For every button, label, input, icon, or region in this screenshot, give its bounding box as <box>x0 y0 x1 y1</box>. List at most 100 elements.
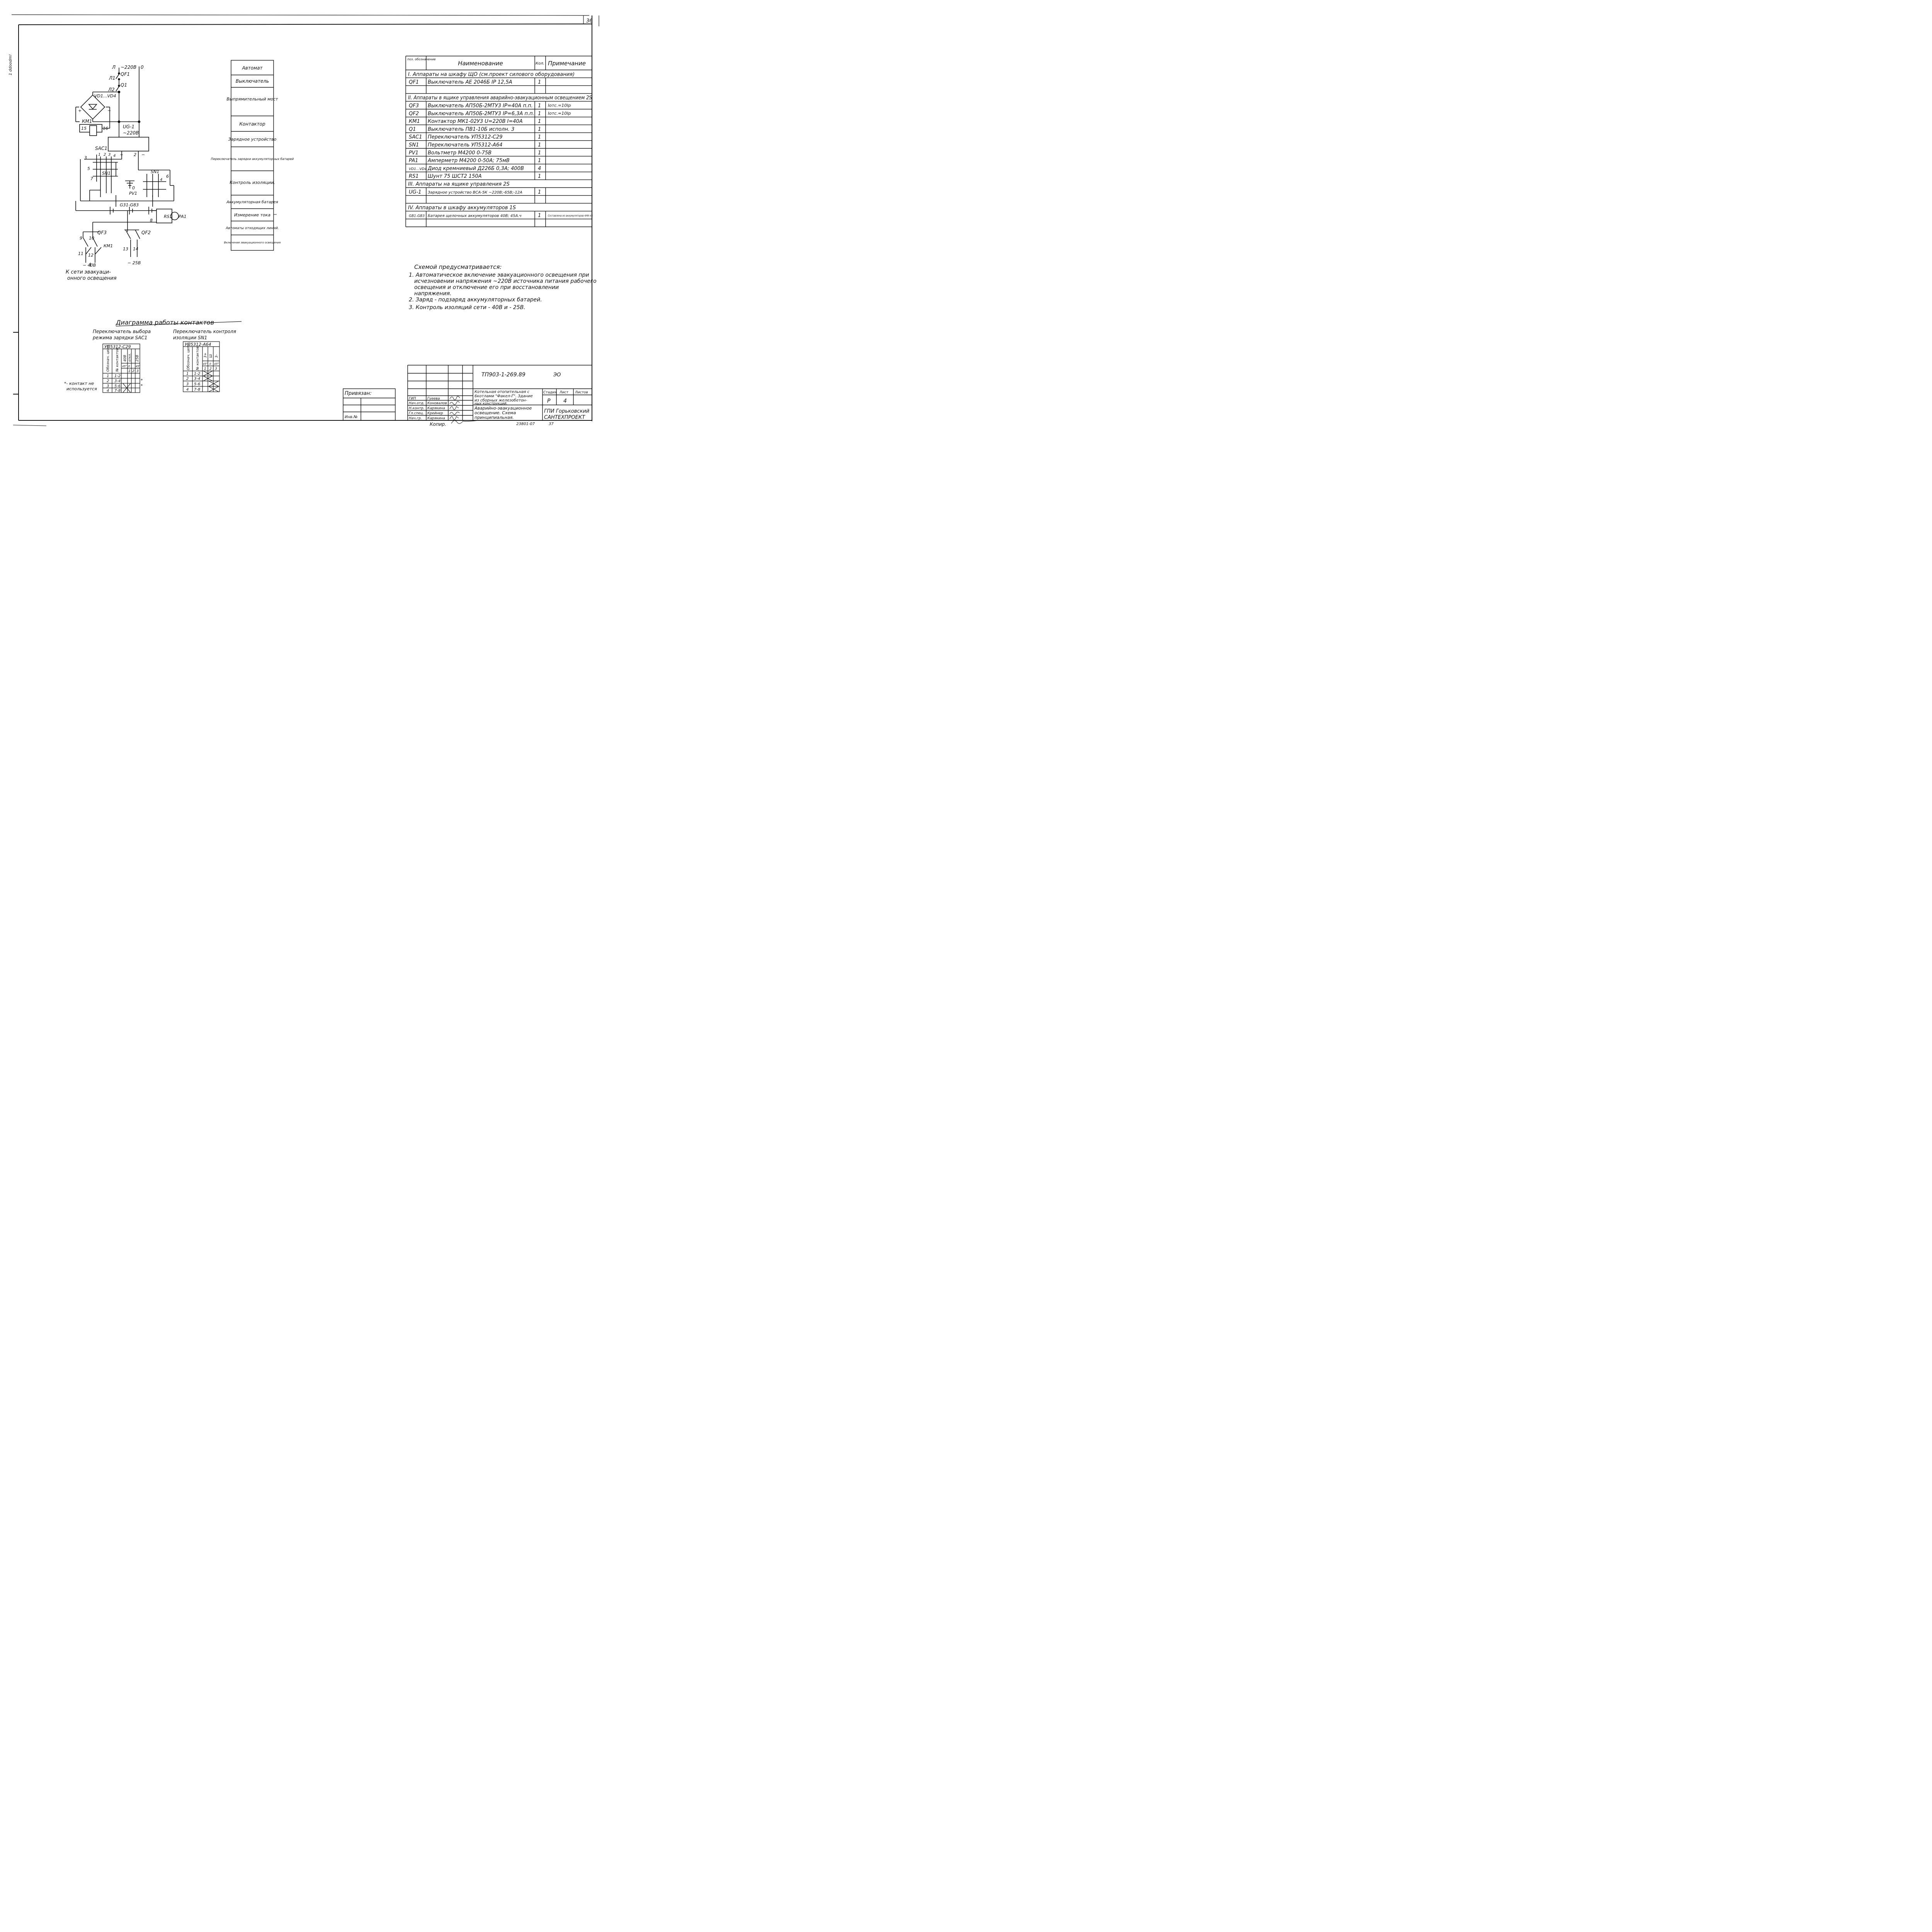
label-pv1: PV1 <box>129 191 137 196</box>
spec-cell-name: Амперметр М4200 0-50А; 75мВ <box>427 158 510 164</box>
label-n10: 10 <box>89 236 94 241</box>
spec-cell-qty: 4 <box>538 166 541 172</box>
label-L2: Л2 <box>108 87 115 92</box>
sac1-cell: 5-6 <box>114 384 121 388</box>
sn1-header-3plus: 3+ <box>204 353 207 358</box>
label-n7: 7 <box>90 176 93 181</box>
signatures <box>449 396 479 424</box>
sac1-angle: 45° <box>136 365 140 368</box>
spec-cell-pos: SN1 <box>409 142 419 148</box>
note-line: освещения и отключение его при восстанов… <box>414 284 559 291</box>
spec-cell-qty: 1 <box>538 150 541 156</box>
role-name: Крейнер <box>427 412 443 415</box>
sac1-pos: 2 <box>132 369 134 373</box>
contact-diagram: Диаграмма работы контактов Переключатель… <box>64 319 242 391</box>
sn1-pos: 3 <box>215 367 217 371</box>
org-line1: ГПИ Горьковский <box>544 408 589 414</box>
spec-header-note: Примечание <box>548 60 586 67</box>
spec-cell-pos: VD1...VD4 <box>409 167 427 171</box>
legend-item: Контактор <box>239 121 265 127</box>
label-qf1: QF1 <box>121 71 130 77</box>
sn1-pos: 1 <box>204 367 206 371</box>
label-q1: Q1 <box>121 82 127 88</box>
label-ug-minus: − <box>141 152 145 157</box>
spec-cell-name: Контактор МК1-02У3 U=220В I=40А <box>428 119 523 124</box>
page-number: 37 <box>549 422 554 426</box>
spec-cell-qty: 1 <box>538 103 541 109</box>
star-mark: * <box>141 378 143 383</box>
sac1-cell: 1-2 <box>114 374 121 378</box>
spec-cell-name: Выключатель АП50Б-2МТУ3 IР=40А п.п. <box>428 103 533 109</box>
sn1-angle: 45° <box>203 362 207 366</box>
sn1-table-text: УП5312-А64 Обознач. цепи № контактов 3+ … <box>185 342 219 392</box>
label-L1: Л1 <box>109 75 116 81</box>
sn1-table <box>183 341 220 392</box>
sac1-header-off: откл. <box>128 353 131 362</box>
sn1-cell: 7-8 <box>194 388 200 392</box>
sn1-pos: 2 <box>209 367 212 371</box>
spec-cell-pos: QF1 <box>409 80 419 85</box>
spec-cell-name: Шунт 75 ШСТ2 150А <box>428 173 482 179</box>
label-n13: 13 <box>123 247 128 252</box>
project-name-line2: 6котлами "Факел-Г". Здание <box>474 394 533 398</box>
caption-line2: онного освещения <box>67 276 117 281</box>
spec-cell-name: Зарядное устройство ВСА-5К ~220В;-65В;-1… <box>428 190 522 195</box>
label-minus-40v: − 40В <box>83 263 96 268</box>
note-line: исчезновении напряжения ~220В источника … <box>414 278 597 284</box>
spec-cell-qty: 1 <box>538 111 541 117</box>
sac1-cell: 2 <box>107 379 109 383</box>
legend-labels: Автомат Выключатель Выпрямительный мост … <box>211 65 294 244</box>
label-km1-coil: КМ1 <box>82 119 92 124</box>
role-label: Нач.отд. <box>409 401 424 405</box>
label-battery: G31-G83 <box>120 202 139 207</box>
spec-cell-note: Iотс.=10Iр <box>548 103 571 108</box>
spec-cell-name: Выключатель ПВ1-10Б исполн. 3 <box>428 126 514 132</box>
sn1-cell: 1-2 <box>194 372 200 376</box>
project-name-line1: Котельная отопительная с <box>474 390 530 394</box>
sn1-cell: 5-6 <box>194 382 200 386</box>
legend-item: Зарядное устройство <box>228 137 277 142</box>
legend-item: Измерение тока <box>234 213 270 218</box>
label-n12: 12 <box>88 253 94 258</box>
spec-cell-pos: SAC1 <box>409 134 422 140</box>
role-label: ГИП <box>409 397 416 401</box>
label-n2: 2 <box>134 152 136 157</box>
sn1-header-3minus: 3- <box>215 354 219 358</box>
sn1-header-contact: № контактов <box>196 347 200 371</box>
sn1-cell: 3-4 <box>194 377 200 381</box>
sn1-header-chain: Обознач. цепи <box>187 344 190 370</box>
spec-cell-qty: 1 <box>538 213 541 219</box>
sheets-header: Листов <box>575 391 588 395</box>
side-mark: 1 ddoodm! <box>9 54 13 75</box>
sac1-table-text: УП5312-С29 Обознач. цепи № контактов 40В… <box>104 344 140 393</box>
sac1-header-40: 40В <box>123 355 127 362</box>
spec-section-title: III. Аппараты на ящике управления 2S <box>408 182 510 187</box>
label-sac1: SAC1 <box>95 146 107 151</box>
label-n9: 9 <box>80 236 82 241</box>
diagram-sub1-line1: Переключатель выбора <box>93 329 151 334</box>
sac1-cell: 7-8 <box>114 389 121 393</box>
sac1-cell: 4 <box>107 389 109 393</box>
caption-line1: К сети эвакуаци- <box>66 269 111 275</box>
label-minus-25v: − 25В <box>128 260 141 265</box>
sheet-title-line2: освещение. Схема <box>474 410 516 415</box>
spec-cell-name: Переключатель УП5312-С29 <box>428 134 503 140</box>
diagram-sub1-line2: режима зарядки SAС1 <box>92 335 147 340</box>
sheet-title-line3: принципиальная. <box>474 415 514 420</box>
spec-section-title: II. Аппараты в ящике управления аварийно… <box>408 95 592 101</box>
sn1-angle: 0 <box>209 362 211 366</box>
sac1-pos: 1 <box>128 369 131 373</box>
label-c4: 4 <box>113 154 116 158</box>
inv-label: Инв.№ <box>345 415 358 419</box>
label-bridge-plus: + <box>78 108 82 113</box>
sheet-value: 4 <box>563 398 567 404</box>
note-line: 3. Контроль изоляций сети - 40В и - 25В. <box>409 304 526 311</box>
spec-cell-qty: 1 <box>538 142 541 148</box>
sheet-title-line1: Аварийно-эвакуационное <box>474 406 532 411</box>
spec-cell-qty: 1 <box>538 158 541 164</box>
spec-cell-pos: КМ1 <box>409 119 420 124</box>
label-ug-plus: + <box>120 152 123 157</box>
role-label: Нач.гр. <box>409 417 422 420</box>
spec-cell-pos: GB1-GB3 <box>409 214 425 218</box>
role-name: Карякина <box>427 417 445 420</box>
